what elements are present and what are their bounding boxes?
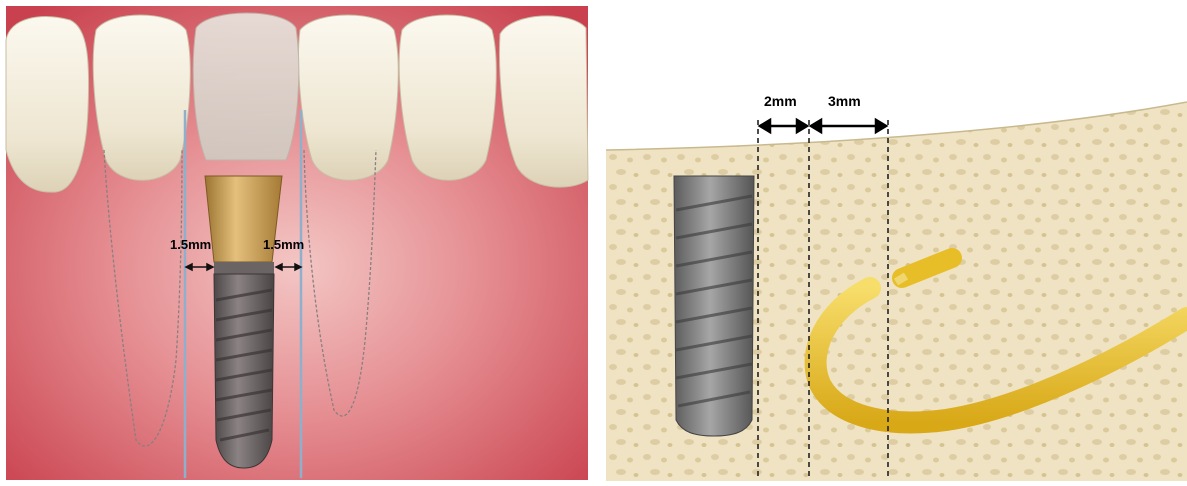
arrowhead bbox=[760, 120, 770, 132]
ghost-crown bbox=[193, 13, 299, 160]
implant-collar bbox=[214, 262, 274, 274]
tooth bbox=[6, 17, 89, 193]
implant-gum-diagram: 1.5mm 1.5mm bbox=[0, 0, 592, 481]
arrowhead bbox=[876, 120, 886, 132]
measure-label-2mm: 2mm bbox=[764, 93, 797, 109]
implant-bone-illustration: 2mm 3mm bbox=[606, 0, 1187, 481]
tooth bbox=[399, 15, 496, 180]
measure-label-left: 1.5mm bbox=[170, 237, 211, 252]
tooth bbox=[299, 15, 399, 180]
implant-gum-illustration: 1.5mm 1.5mm bbox=[0, 0, 592, 481]
measure-label-right: 1.5mm bbox=[263, 237, 304, 252]
implant-nerve-diagram: 2mm 3mm bbox=[606, 0, 1187, 481]
measure-label-3mm: 3mm bbox=[828, 93, 861, 109]
arrowhead bbox=[811, 120, 821, 132]
implant bbox=[674, 176, 754, 436]
arrowhead bbox=[797, 120, 807, 132]
tooth bbox=[93, 15, 190, 180]
